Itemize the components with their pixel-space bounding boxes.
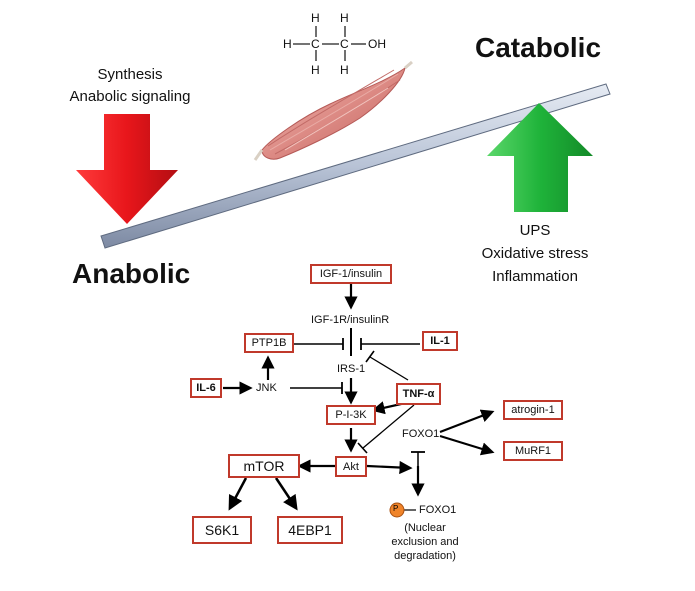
irs1-label: IRS-1 — [337, 363, 366, 375]
tnf-alpha-box: TNF-α — [396, 383, 441, 405]
ethanol-h-left: H — [283, 37, 292, 51]
catabolic-heading: Catabolic — [475, 32, 602, 63]
phospho-label: P — [393, 504, 399, 513]
ethanol-h-top-left: H — [311, 11, 320, 25]
ethanol-h-top-right: H — [340, 11, 349, 25]
ethanol-oh: OH — [368, 37, 386, 51]
down-arrow-red — [76, 114, 178, 224]
nuclear-line3: degradation) — [394, 550, 456, 562]
ethanol-c1: C — [311, 37, 320, 51]
jnk-label: JNK — [256, 382, 277, 394]
ethanol-h-bottom-right: H — [340, 63, 349, 77]
up-arrow-green — [487, 103, 593, 212]
akt-box: Akt — [335, 456, 367, 477]
phospho-foxo1-label: FOXO1 — [419, 504, 457, 516]
nuclear-line1: (Nuclear — [404, 522, 446, 534]
right-caption-oxidative: Oxidative stress — [481, 245, 589, 262]
ethanol-c2: C — [340, 37, 349, 51]
4ebp1-box: 4EBP1 — [277, 516, 343, 544]
mtor-box: mTOR — [228, 454, 300, 478]
murf1-box: MuRF1 — [503, 441, 563, 461]
balance-beam — [100, 83, 611, 249]
right-caption-ups: UPS — [519, 222, 551, 239]
foxo1-label: FOXO1 — [402, 428, 440, 440]
nuclear-line2: exclusion and — [391, 536, 459, 548]
pathway-connectors — [223, 283, 495, 511]
il1-box: IL-1 — [422, 331, 458, 351]
atrogin-box: atrogin-1 — [503, 400, 563, 420]
left-caption-signaling: Anabolic signaling — [69, 88, 191, 105]
s6k1-box: S6K1 — [192, 516, 252, 544]
igf-insulin-box: IGF-1/insulin — [310, 264, 392, 284]
right-caption-inflammation: Inflammation — [492, 268, 578, 285]
anabolic-heading: Anabolic — [72, 258, 191, 289]
ethanol-structure — [293, 26, 366, 61]
ethanol-h-bottom-left: H — [311, 63, 320, 77]
receptor-label: IGF-1R/insulinR — [311, 314, 390, 326]
phospho-circle — [389, 502, 405, 518]
pi3k-box: P-I-3K — [326, 405, 376, 425]
ptp1b-box: PTP1B — [244, 333, 294, 353]
left-caption-synthesis: Synthesis — [97, 66, 163, 83]
muscle-illustration — [253, 60, 413, 161]
il6-box: IL-6 — [190, 378, 222, 398]
